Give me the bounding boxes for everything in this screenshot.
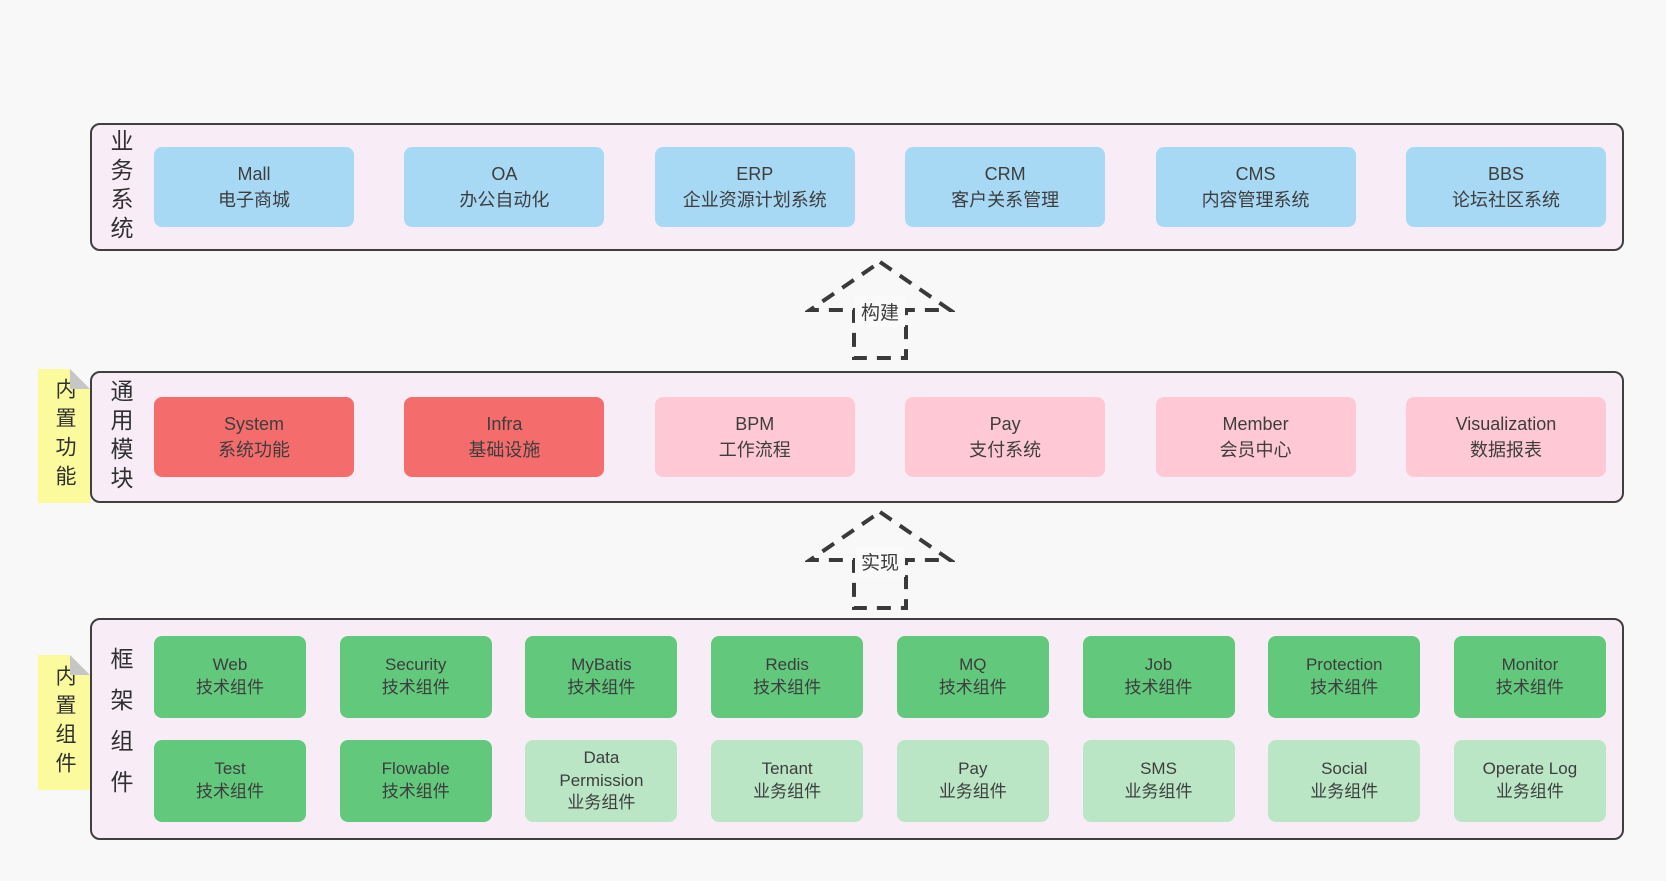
box-flowable: Flowable 技术组件 xyxy=(339,740,492,822)
arrow-implement-label: 实现 xyxy=(854,546,906,577)
arrow-build-label: 构建 xyxy=(854,296,906,327)
box-visualization: Visualization 数据报表 xyxy=(1405,397,1606,477)
dashed-up-arrow-icon xyxy=(805,259,955,360)
modules-boxes-row: System 系统功能 Infra 基础设施 BPM 工作流程 Pay 支付系统… xyxy=(148,373,1622,501)
box-infra: Infra 基础设施 xyxy=(404,397,605,477)
box-cms: CMS 内容管理系统 xyxy=(1155,147,1356,227)
box-member: Member 会员中心 xyxy=(1155,397,1356,477)
arrow-implement: 实现 xyxy=(805,508,955,612)
box-mall: Mall 电子商城 xyxy=(154,147,354,227)
note-fold-corner-icon xyxy=(70,369,90,389)
framework-boxes-grid: Web 技术组件 Security 技术组件 MyBatis 技术组件 Redi… xyxy=(148,620,1622,838)
box-social: Social 业务组件 xyxy=(1268,740,1421,822)
box-mq: MQ 技术组件 xyxy=(896,636,1049,718)
box-erp: ERP 企业资源计划系统 xyxy=(654,147,855,227)
box-job: Job 技术组件 xyxy=(1082,636,1235,718)
box-test: Test 技术组件 xyxy=(154,740,306,822)
box-oa: OA 办公自动化 xyxy=(404,147,605,227)
box-system: System 系统功能 xyxy=(154,397,354,477)
tier-business-label: 业务系统 xyxy=(107,129,133,245)
box-redis: Redis 技术组件 xyxy=(711,636,864,718)
tier-framework-label: 框架组件 xyxy=(107,647,133,811)
box-tenant: Tenant 业务组件 xyxy=(711,740,864,822)
box-bbs: BBS 论坛社区系统 xyxy=(1405,147,1606,227)
box-pay-component: Pay 业务组件 xyxy=(896,740,1049,822)
box-protection: Protection 技术组件 xyxy=(1268,636,1421,718)
note-fold-corner-icon xyxy=(70,655,90,675)
box-monitor: Monitor 技术组件 xyxy=(1453,636,1606,718)
box-sms: SMS 业务组件 xyxy=(1082,740,1235,822)
box-crm: CRM 客户关系管理 xyxy=(905,147,1106,227)
box-security: Security 技术组件 xyxy=(339,636,492,718)
box-bpm: BPM 工作流程 xyxy=(654,397,855,477)
arrow-build: 构建 xyxy=(805,258,955,362)
sticky-note-built-in-components: 内置组件 xyxy=(38,655,90,790)
box-operate-log: Operate Log 业务组件 xyxy=(1453,740,1606,822)
business-boxes-row: Mall 电子商城 OA 办公自动化 ERP 企业资源计划系统 CRM 客户关系… xyxy=(148,125,1622,249)
tier-modules-label: 通用模块 xyxy=(107,379,133,495)
tier-business-systems: 业务系统 Mall 电子商城 OA 办公自动化 ERP 企业资源计划系统 CRM… xyxy=(90,123,1624,251)
box-web: Web 技术组件 xyxy=(154,636,306,718)
sticky-note-built-in-features: 内置功能 xyxy=(38,369,90,503)
box-data-permission: Data Permission 业务组件 xyxy=(525,740,678,822)
tier-common-modules: 通用模块 System 系统功能 Infra 基础设施 BPM 工作流程 Pay… xyxy=(90,371,1624,503)
box-pay-module: Pay 支付系统 xyxy=(905,397,1106,477)
dashed-up-arrow-icon xyxy=(805,509,955,610)
box-mybatis: MyBatis 技术组件 xyxy=(525,636,678,718)
tier-framework-components: 框架组件 Web 技术组件 Security 技术组件 MyBatis 技术组件… xyxy=(90,618,1624,840)
